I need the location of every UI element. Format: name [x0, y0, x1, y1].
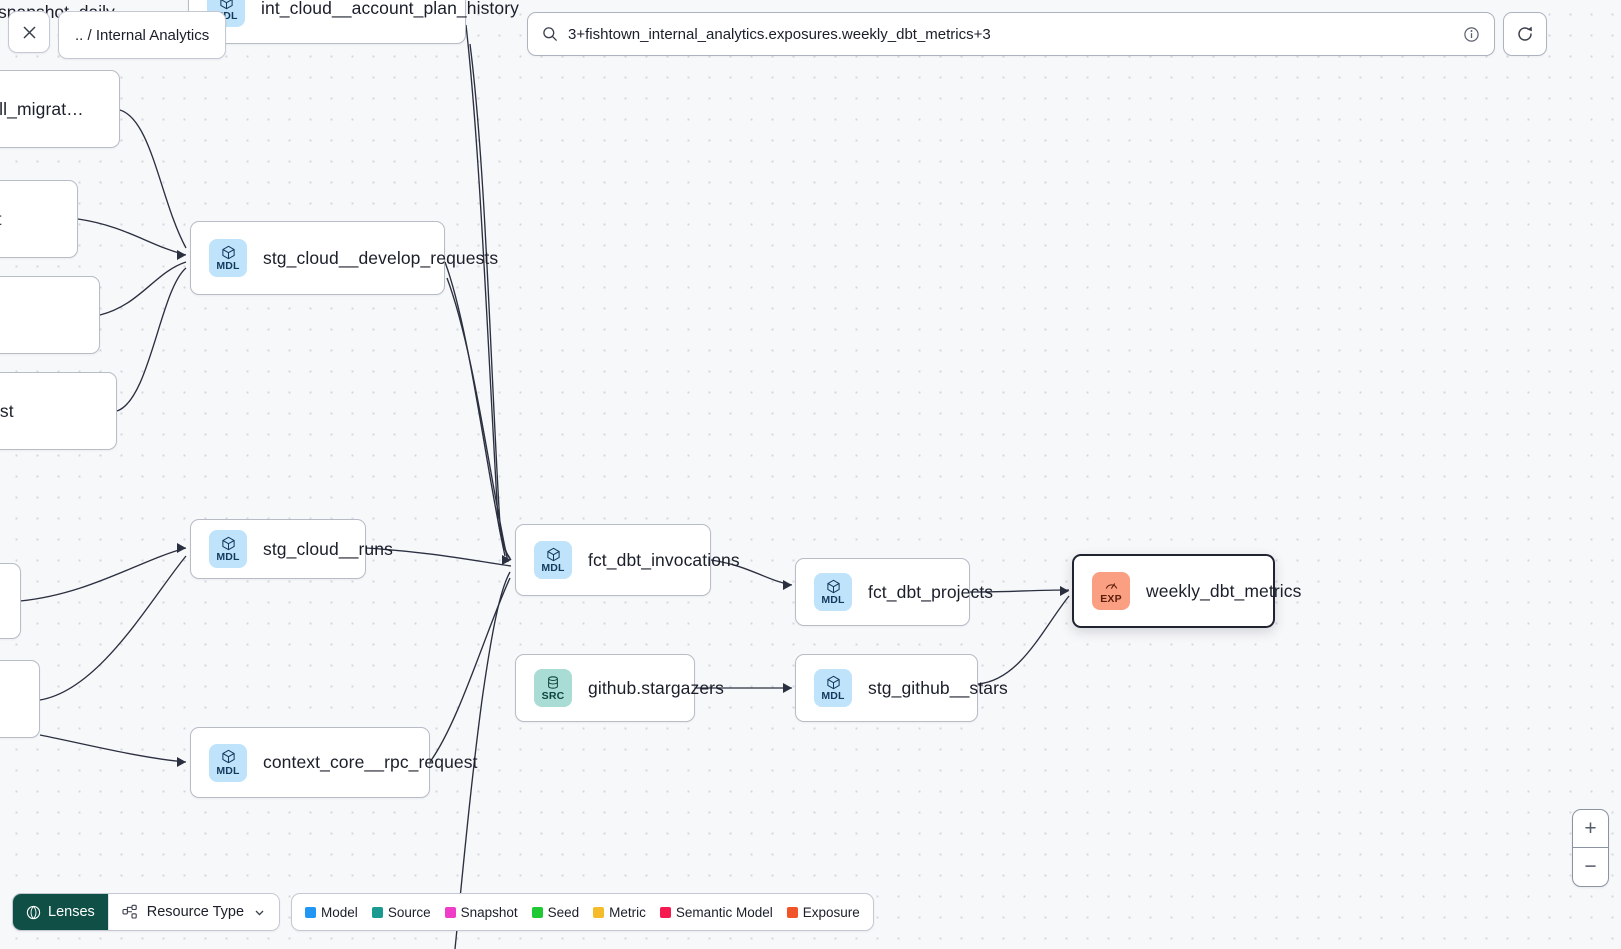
refresh-icon: [1518, 26, 1532, 41]
legend-label: Model: [321, 904, 358, 920]
legend-swatch: [593, 906, 605, 918]
graph-node[interactable]: MDL fct_dbt_invocations: [515, 524, 740, 596]
node-type-code: MDL: [821, 594, 845, 607]
node-label: weekly_dbt_metrics: [1146, 580, 1302, 601]
legend-swatch: [305, 906, 317, 918]
legend-label: Source: [387, 904, 431, 920]
mdl-badge-icon: MDL: [209, 530, 247, 568]
graph-node[interactable]: MDL stg_cloud__develop_requests: [190, 221, 498, 295]
src-badge-icon: SRC: [534, 669, 572, 707]
graph-node[interactable]: MDLop_request: [0, 180, 78, 258]
node-label: fct_dbt_invocations: [588, 549, 740, 570]
graph-node[interactable]: MDLn: [0, 563, 21, 639]
graph-node[interactable]: MDL.run: [0, 660, 40, 738]
zoom-out-button[interactable]: −: [1584, 855, 1597, 878]
graph-node[interactable]: MDL fct_dbt_projects: [795, 558, 993, 626]
node-type-code: MDL: [216, 260, 240, 273]
legend-label: Semantic Model: [675, 904, 773, 920]
legend-swatch: [786, 906, 798, 918]
close-icon: [22, 25, 36, 39]
graph-node[interactable]: MDL context_core__rpc_request: [190, 727, 477, 798]
lens-icon: [26, 905, 41, 919]
legend-label: Seed: [547, 904, 580, 920]
legend-label: Metric: [609, 904, 646, 920]
legend-label: Snapshot: [460, 904, 518, 920]
graph-node[interactable]: MDLvelop_request: [0, 276, 100, 354]
legend-item[interactable]: Source: [371, 904, 431, 920]
lens-group: Lenses Resource Type: [12, 893, 281, 931]
node-label: stg_github__stars: [868, 677, 1008, 698]
graph-node[interactable]: EXP weekly_dbt_metrics: [1072, 554, 1301, 628]
legend-item[interactable]: Snapshot: [444, 904, 518, 920]
graph-node[interactable]: MDL stg_github__stars: [795, 654, 1008, 722]
close-button[interactable]: [8, 11, 50, 53]
legend-item[interactable]: Exposure: [786, 904, 860, 920]
search-bar[interactable]: 3+fishtown_internal_analytics.exposures.…: [527, 12, 1495, 56]
node-label: int_cloud__account_plan_history: [261, 0, 520, 18]
node-type-code: MDL: [214, 10, 238, 23]
legend-item[interactable]: Model: [305, 905, 358, 920]
legend-label: Exposure: [802, 904, 860, 920]
node-label: multicell_migrat…: [0, 98, 84, 119]
top-toolbar: .. / Internal Analytics 3+fishtown_inter…: [0, 0, 1621, 68]
breadcrumb[interactable]: .. / Internal Analytics: [58, 11, 227, 59]
mdl-badge-icon: MDL: [209, 743, 247, 782]
graph-node[interactable]: SRC github.stargazers: [515, 654, 724, 722]
node-label: _develop_request: [0, 400, 14, 421]
node-label: stg_cloud__runs: [263, 538, 393, 559]
lenses-label: Lenses: [48, 904, 95, 920]
zoom-in-button[interactable]: +: [1573, 810, 1608, 848]
node-type-code: MDL: [821, 690, 845, 703]
legend-item[interactable]: Semantic Model: [659, 904, 773, 920]
exp-badge-icon: EXP: [1092, 572, 1130, 610]
info-icon[interactable]: [1463, 26, 1480, 43]
legend-swatch: [371, 906, 383, 918]
node-type-code: MDL: [216, 551, 240, 564]
node-label: stg_cloud__develop_requests: [263, 247, 499, 268]
legend-swatch: [659, 906, 671, 918]
chevron-down-icon: [255, 910, 264, 916]
node-type-code: SRC: [541, 690, 565, 703]
node-type-code: MDL: [216, 764, 240, 777]
resource-type-label: Resource Type: [146, 904, 245, 920]
node-label: op_request: [0, 209, 2, 230]
mdl-badge-icon: MDL: [209, 239, 247, 277]
refresh-button[interactable]: [1503, 12, 1547, 56]
mdl-badge-icon: MDL: [534, 541, 572, 579]
graph-node[interactable]: MDL_develop_request: [0, 372, 117, 450]
legend-item[interactable]: Metric: [593, 905, 646, 920]
bottom-toolbar: Lenses Resource Type Model Source Snapshot…: [12, 893, 874, 931]
graph-node[interactable]: MDL int_cloud__account_plan_history: [188, 0, 519, 44]
lenses-button[interactable]: Lenses: [13, 894, 108, 930]
legend-swatch: [444, 906, 456, 918]
zoom-controls: + −: [1572, 809, 1609, 887]
resource-type-legend: Model Source Snapshot Seed Metric Semantic Mo…: [291, 893, 874, 931]
search-input-value[interactable]: 3+fishtown_internal_analytics.exposures.…: [568, 25, 991, 43]
graph-node[interactable]: MDL stg_cloud__runs: [190, 519, 393, 579]
legend-swatch: [531, 906, 543, 918]
graph-node[interactable]: MDLmulticell_migrat…: [0, 70, 120, 148]
legend-item[interactable]: Seed: [531, 904, 580, 920]
mdl-badge-icon: MDL: [814, 573, 852, 611]
node-label: context_core__rpc_request: [263, 752, 478, 772]
resource-type-icon: [122, 904, 137, 919]
mdl-badge-icon: MDL: [814, 669, 852, 707]
resource-type-dropdown[interactable]: Resource Type: [107, 894, 280, 930]
search-icon: [543, 27, 558, 42]
node-label: fct_dbt_projects: [868, 581, 994, 602]
node-type-code: EXP: [1100, 593, 1122, 606]
node-type-code: MDL: [541, 562, 565, 575]
node-label: github.stargazers: [588, 677, 724, 698]
